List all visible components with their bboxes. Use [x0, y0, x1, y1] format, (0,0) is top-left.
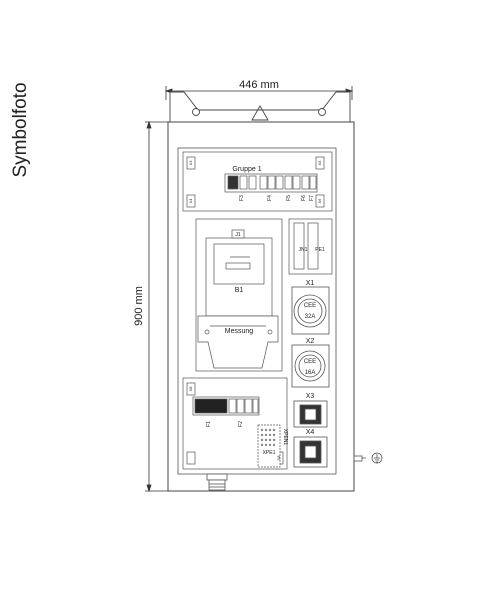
fuse-label-f1: F1: [206, 421, 212, 427]
fuse-label-f7: F7: [309, 195, 315, 201]
earth-bolt: [353, 455, 366, 462]
meter-name: B1: [235, 287, 244, 294]
top-tag-x4: X4: [188, 198, 193, 204]
socket-type-x1: CEE: [304, 303, 316, 309]
fuse-label-f5: F5: [286, 195, 292, 201]
meter-cover-label: Messung: [225, 328, 254, 335]
mounting-bracket: [169, 91, 351, 127]
cee-socket-16a: [291, 344, 330, 388]
module-right-label: PE1: [315, 247, 325, 253]
socket-id-x3: X3: [306, 393, 315, 400]
top-tag-x5: X5: [317, 160, 322, 166]
height-dimension: [145, 120, 168, 493]
bottom-panel: [182, 377, 288, 470]
group-label: Gruppe 1: [232, 166, 261, 173]
module-left-label: JN1: [299, 247, 308, 253]
socket-id-x1: X1: [306, 280, 315, 287]
socket-rating-x2: 16A: [305, 370, 316, 376]
socket-rating-x1: 32A: [305, 314, 316, 320]
fuse-label-f3: F3: [239, 195, 245, 201]
terminal-grid: [260, 428, 276, 447]
terminal-label-xpe1: XPE1: [263, 450, 276, 456]
fuse-label-f2: F2: [238, 421, 244, 427]
socket-type-x2: CEE: [304, 359, 316, 365]
meter-top-tag: J1: [235, 232, 241, 238]
socket-id-x2: X2: [306, 338, 315, 345]
top-tag-x6: X6: [317, 198, 322, 204]
schuko-socket-x3: [293, 400, 328, 428]
cable-gland: [206, 473, 228, 491]
top-tag-x3: X3: [188, 160, 193, 166]
fuse-label-f4: F4: [267, 195, 273, 201]
socket-id-x4: X4: [306, 429, 315, 436]
earth-icon: [371, 452, 383, 464]
terminal-module: [288, 218, 333, 275]
bottom-tag-right: X8: [276, 455, 281, 461]
symbolfoto-label-box: Symbolfoto: [10, 82, 31, 177]
schuko-socket-x4: [293, 436, 328, 468]
width-label: 446 mm: [239, 79, 279, 91]
bottom-tag-left: X8: [188, 386, 193, 392]
height-label: 900 mm: [133, 286, 145, 326]
top-panel: [182, 151, 333, 212]
meter-panel: [195, 218, 283, 372]
symbolfoto-label: Symbolfoto: [10, 82, 31, 177]
cee-socket-32a: [291, 286, 330, 335]
terminal-label-xpen1: XPEN1: [282, 429, 288, 446]
fuse-label-f6: F6: [301, 195, 307, 201]
